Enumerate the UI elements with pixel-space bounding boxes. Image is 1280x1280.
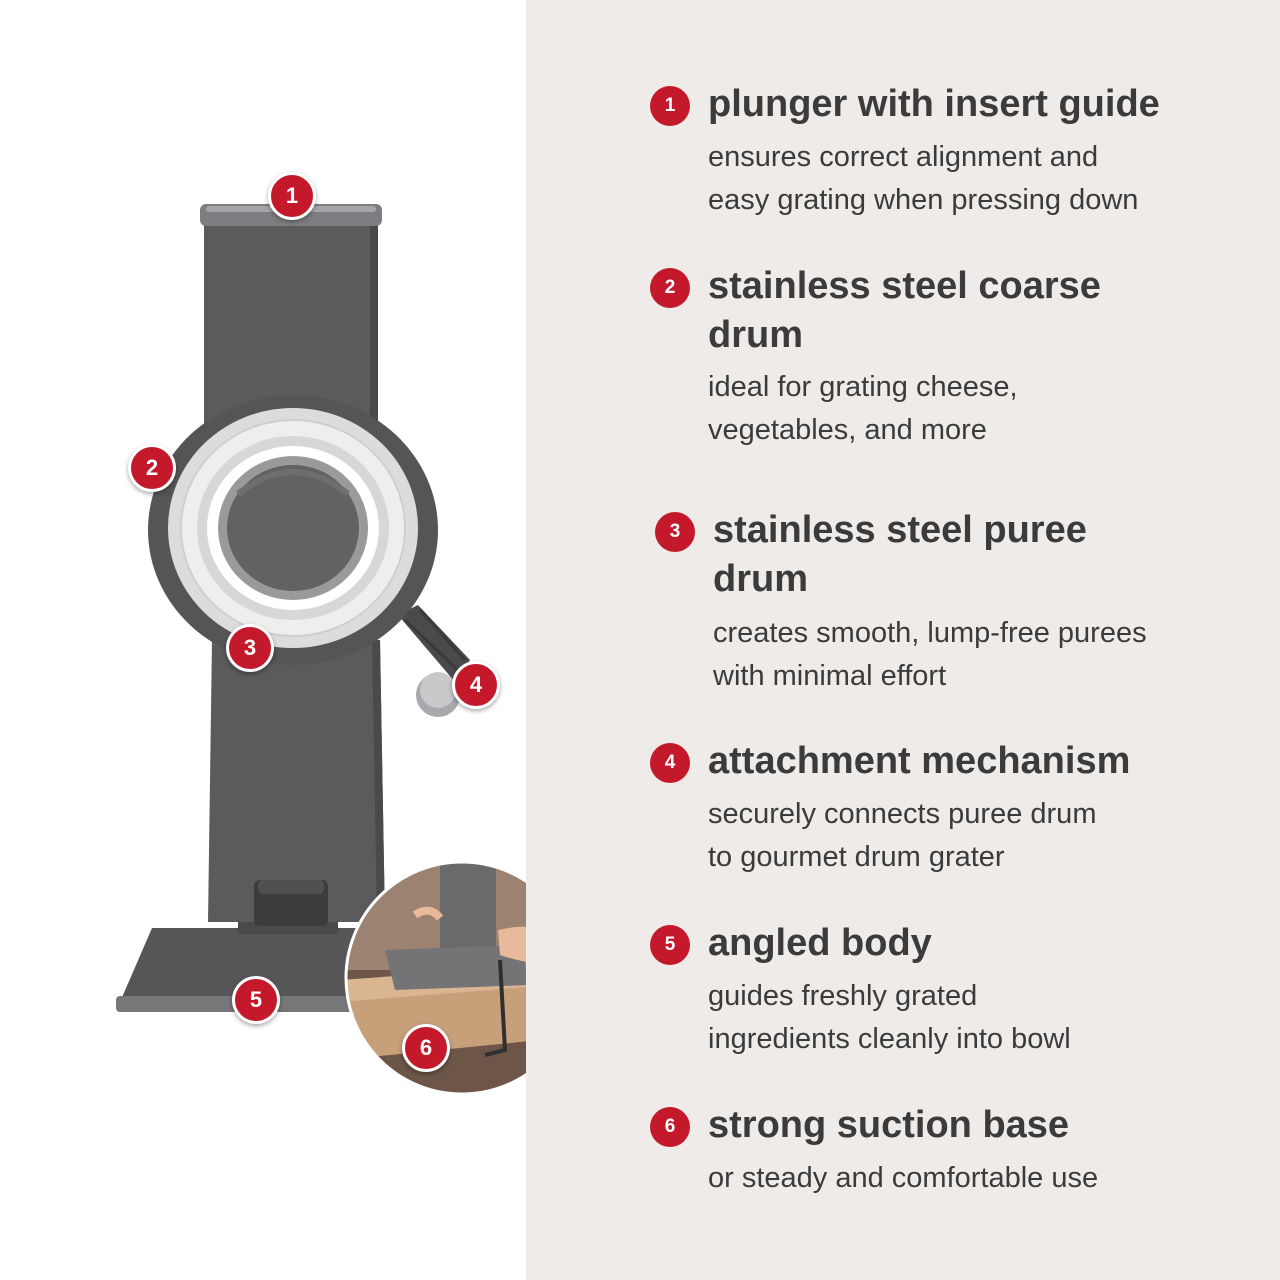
marker-5: 5	[232, 976, 280, 1024]
feature-number-badge: 3	[655, 512, 695, 552]
marker-2: 2	[128, 444, 176, 492]
feature-number-badge: 2	[650, 268, 690, 308]
feature-title: stainless steel puree drum	[713, 509, 1087, 600]
marker-4: 4	[452, 661, 500, 709]
product-image-panel: 1 2 3 4 5 6	[0, 0, 526, 1280]
feature-title: plunger with insert guide	[708, 83, 1160, 125]
feature-description: ensures correct alignment and easy grati…	[708, 141, 1139, 216]
feature-number-badge: 4	[650, 743, 690, 783]
feature-title: attachment mechanism	[708, 740, 1131, 782]
feature-title: stainless steel coarse drum	[708, 265, 1101, 356]
feature-title: strong suction base	[708, 1104, 1070, 1146]
feature-title: angled body	[708, 922, 932, 964]
feature-description: or steady and comfortable use	[708, 1162, 1099, 1194]
feature-number-badge: 5	[650, 925, 690, 965]
feature-description: guides freshly grated ingredients cleanl…	[708, 980, 1071, 1055]
marker-6: 6	[402, 1024, 450, 1072]
feature-description: ideal for grating cheese, vegetables, an…	[708, 371, 1018, 446]
marker-1: 1	[268, 172, 316, 220]
feature-description: securely connects puree drum to gourmet …	[708, 798, 1097, 873]
features-panel	[526, 0, 1280, 1280]
feature-number-badge: 1	[650, 86, 690, 126]
marker-3: 3	[226, 624, 274, 672]
feature-number-badge: 6	[650, 1107, 690, 1147]
feature-description: creates smooth, lump-free purees with mi…	[713, 617, 1147, 692]
